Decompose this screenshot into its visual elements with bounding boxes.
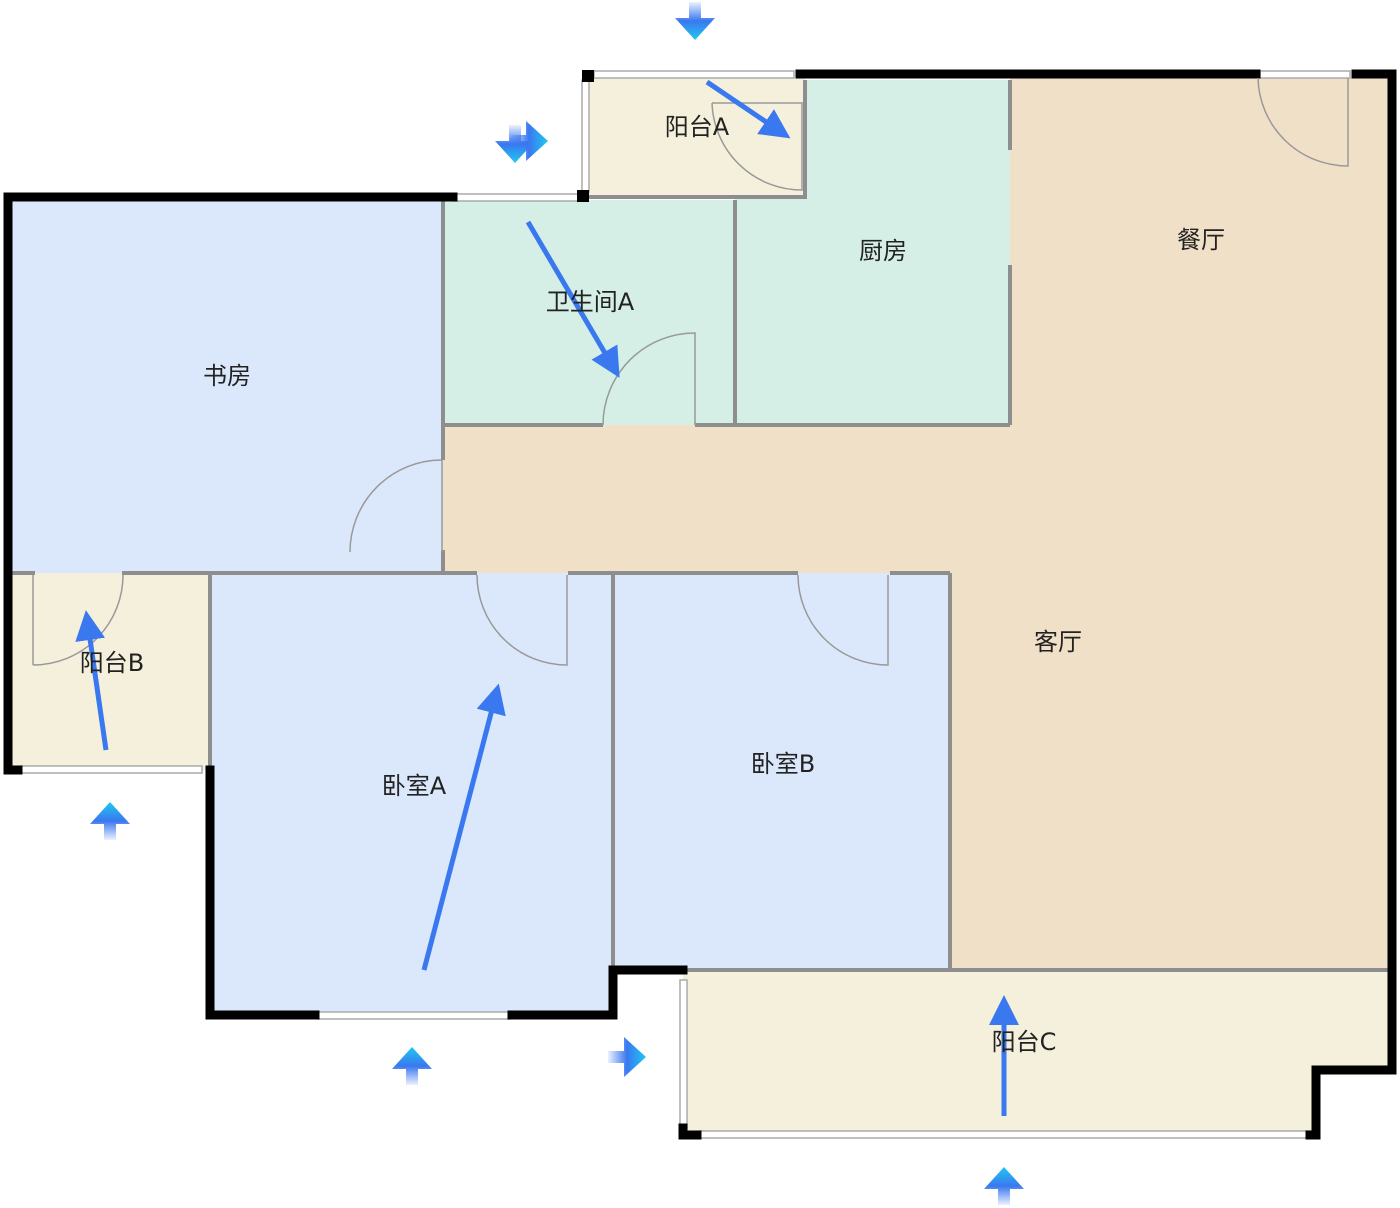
- airflow-arrows: [75, 2, 1024, 1205]
- label-balcony-c: 阳台C: [992, 1028, 1057, 1056]
- room-balcony-c: [683, 970, 1390, 1135]
- flow-arrow: [705, 79, 791, 139]
- flow-arrow: [75, 610, 109, 751]
- inlet-arrow-icon: [90, 802, 130, 840]
- flow-arrow: [525, 220, 620, 378]
- label-balcony-b: 阳台B: [80, 649, 144, 677]
- label-bedroom-b: 卧室B: [751, 750, 815, 778]
- room-balcony-b: [12, 573, 210, 770]
- label-bedroom-a: 卧室A: [382, 772, 447, 800]
- room-bathroom-a: [443, 200, 735, 425]
- label-kitchen: 厨房: [859, 237, 907, 265]
- interior-walls: [12, 80, 1390, 972]
- inlet-arrow-icon: [984, 1167, 1024, 1205]
- inlet-arrow-icon: [608, 1037, 646, 1077]
- room-study: [12, 200, 443, 573]
- inlet-arrow-icon: [392, 1047, 432, 1085]
- label-living: 客厅: [1034, 628, 1082, 656]
- doors: [32, 77, 1349, 666]
- room-bedroom-a: [210, 573, 613, 1015]
- inlet-arrow-icon: [675, 2, 715, 40]
- room-living-dining: [443, 78, 1390, 970]
- label-dining: 餐厅: [1177, 226, 1225, 254]
- exterior-walls: [3, 69, 1397, 1140]
- label-balcony-a: 阳台A: [665, 113, 730, 141]
- flow-arrow: [421, 683, 506, 971]
- label-bathroom-a: 卫生间A: [546, 288, 635, 316]
- room-bedroom-b: [613, 573, 950, 970]
- label-study: 书房: [203, 362, 251, 390]
